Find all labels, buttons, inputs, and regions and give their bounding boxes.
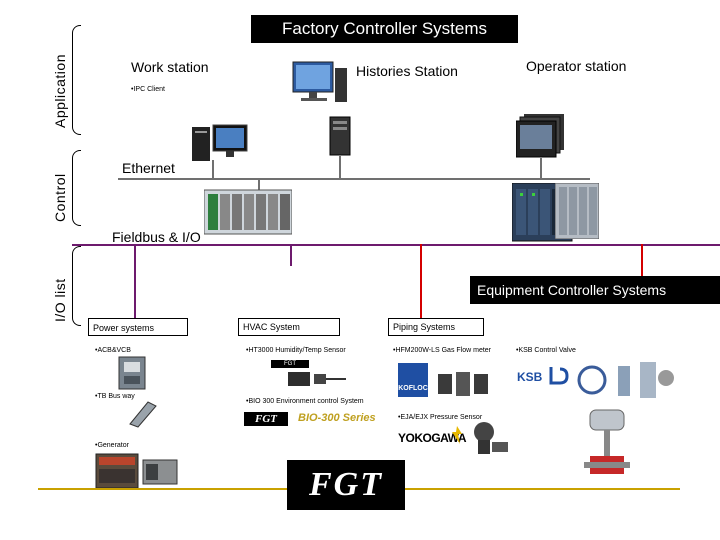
work-station-label: Work station (131, 59, 209, 75)
piping-systems-box: Piping Systems (388, 318, 484, 336)
kofloc-logo: KOFLOC (398, 363, 428, 397)
io-list-brace (72, 246, 81, 326)
fieldbus-line (72, 244, 720, 246)
hvac-system-box: HVAC System (238, 318, 340, 336)
pressure-sensor-image (474, 422, 508, 454)
acb-vcb-label: •ACB&VCB (95, 347, 131, 354)
generator-label: •Generator (95, 442, 129, 449)
tb-bus-way-label: •TB Bus way (95, 393, 135, 400)
ksb-logo: KSB (517, 370, 543, 384)
application-label: Application (52, 54, 68, 128)
ipc-client-pc-image (192, 124, 248, 161)
fgt-logo: FGT (244, 412, 288, 426)
bio300-series-logo: BIO-300 Series (298, 412, 376, 424)
control-label: Control (52, 173, 68, 222)
power-systems-box: Power systems (88, 318, 188, 336)
tb-bus-way-image (129, 401, 157, 428)
histories-server-image (329, 116, 351, 156)
fieldbus-drop-equipment (641, 244, 643, 276)
ipc-client-label: •IPC Client (131, 86, 165, 93)
generator-image (95, 453, 139, 489)
ethernet-drop-histories (339, 156, 341, 180)
equipment-controller-title: Equipment Controller Systems (470, 276, 720, 304)
diagram-title: Factory Controller Systems (251, 15, 518, 43)
fieldbus-label: Fieldbus & I/O (112, 229, 201, 245)
hfm200w-label: •HFM200W-LS Gas Flow meter (393, 347, 492, 354)
yokogawa-logo: YOKOGAWA (398, 431, 467, 445)
io-list-label: I/O list (52, 278, 68, 322)
eja-ejx-label: •EJA/EJX Pressure Sensor (398, 414, 483, 421)
plc-controller-image (204, 189, 292, 235)
ethernet-label: Ethernet (122, 160, 175, 176)
control-brace (72, 150, 81, 226)
operator-station-label: Operator station (526, 58, 627, 74)
histories-station-label: Histories Station (356, 63, 458, 79)
workstation-pc-image (292, 61, 347, 102)
fgt-small-logo: FGT (271, 360, 309, 368)
control-valve-image (584, 409, 630, 474)
ht3000-sensor-image (288, 372, 346, 386)
io-module-rack-image (555, 183, 599, 239)
ethernet-drop-plc (258, 178, 260, 194)
ksb-valve-label: •KSB Control Valve (516, 347, 576, 354)
fieldbus-drop-piping (420, 244, 422, 320)
ethernet-line (118, 178, 590, 180)
gas-flow-meter-image (438, 372, 488, 396)
fieldbus-drop-hvac (290, 244, 292, 266)
bio300-label: •BIO 300 Environment control System (246, 398, 364, 405)
fgt-big-logo: FGT (287, 460, 405, 510)
operator-panel-image (516, 114, 564, 158)
generator-unit-image (142, 459, 178, 485)
ethernet-drop-ipc (212, 160, 214, 180)
fieldbus-drop-power (134, 244, 136, 332)
ethernet-drop-operator (540, 158, 542, 180)
ksb-valves-image (577, 362, 674, 398)
ht3000-label: •HT3000 Humidity/Temp Sensor (246, 347, 346, 354)
yokogawa-bolt-icon (452, 426, 462, 444)
acb-vcb-image (118, 356, 146, 390)
application-brace (72, 25, 81, 135)
ksb-mark-icon (549, 367, 569, 385)
